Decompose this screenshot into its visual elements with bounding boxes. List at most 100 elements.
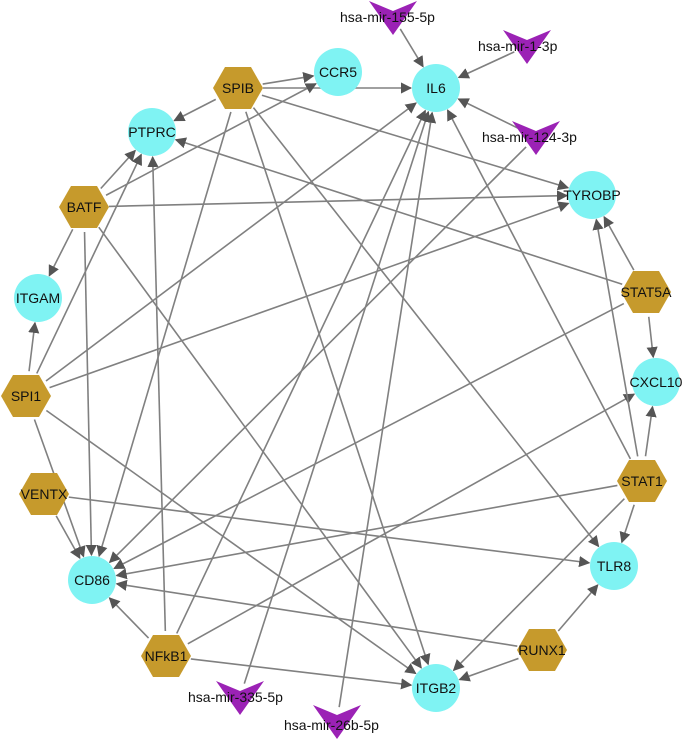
- edge-NFkB1-to-IL6: [176, 109, 426, 634]
- node-mir155[interactable]: hsa-mir-155-5p: [340, 1, 435, 35]
- mirna-chevron: [369, 1, 417, 35]
- edge-NFkB1-to-CD86: [108, 597, 150, 639]
- mirna-chevron: [216, 681, 264, 715]
- node-label: IL6: [426, 80, 446, 96]
- node-label: RUNX1: [518, 642, 566, 658]
- gene-circle: [128, 108, 176, 156]
- tf-hexagon: [141, 635, 191, 677]
- edge-STAT5A-to-CD86: [113, 302, 625, 570]
- gene-circle: [632, 358, 680, 406]
- node-SPIB[interactable]: SPIB: [213, 67, 263, 109]
- node-ITGB2[interactable]: ITGB2: [412, 664, 460, 712]
- node-CCR5[interactable]: CCR5: [314, 48, 362, 96]
- edge-STAT1-to-CXCL10: [644, 405, 657, 457]
- mirna-chevron: [512, 121, 560, 155]
- gene-circle: [412, 664, 460, 712]
- edge-SPI1-to-IL6: [45, 102, 417, 382]
- node-label: TYROBP: [563, 187, 621, 203]
- node-PTPRC[interactable]: PTPRC: [128, 108, 176, 156]
- edge-SPI1-to-ITGAM: [28, 321, 40, 372]
- edge-mir335-to-IL6: [243, 110, 431, 684]
- edge-SPI1-to-PTPRC: [36, 153, 142, 374]
- node-label: PTPRC: [128, 124, 175, 140]
- edge-BATF-to-PTPRC: [100, 149, 136, 190]
- tf-hexagon: [617, 460, 667, 502]
- node-SPI1[interactable]: SPI1: [1, 375, 51, 417]
- tf-hexagon: [1, 375, 51, 417]
- edge-STAT1-to-ITGB2: [452, 498, 625, 672]
- node-CXCL10[interactable]: CXCL10: [630, 358, 683, 406]
- edge-mir124-to-IL6: [457, 98, 524, 132]
- node-label: CCR5: [319, 64, 357, 80]
- node-label: NFkB1: [145, 648, 188, 664]
- gene-circle: [590, 542, 638, 590]
- edge-SPIB-to-TLR8: [252, 107, 600, 548]
- tf-hexagon: [19, 473, 69, 515]
- node-label: STAT5A: [621, 284, 672, 300]
- tf-hexagon: [59, 186, 109, 228]
- node-label: ITGAM: [16, 290, 60, 306]
- edge-STAT1-to-CD86: [115, 484, 618, 580]
- tf-hexagon: [517, 629, 567, 671]
- edge-mir155-to-IL6: [399, 28, 424, 68]
- node-label: STAT1: [621, 473, 663, 489]
- edge-SPIB-to-TYROBP: [261, 94, 570, 191]
- edge-RUNX1-to-CD86: [115, 579, 518, 647]
- edge-STAT1-to-TLR8: [619, 504, 635, 544]
- node-label: hsa-mir-1-3p: [478, 38, 558, 54]
- node-label: hsa-mir-124-3p: [482, 129, 577, 145]
- edge-BATF-to-ITGB2: [98, 226, 422, 669]
- tf-hexagon: [621, 271, 671, 313]
- node-BATF[interactable]: BATF: [59, 186, 109, 228]
- edge-NFkB1-to-ITGB2: [190, 658, 413, 690]
- node-label: hsa-mir-335-5p: [188, 689, 283, 705]
- edge-STAT5A-to-PTPRC: [174, 137, 623, 286]
- edge-VENTX-to-TLR8: [68, 496, 591, 568]
- node-label: SPI1: [11, 388, 42, 404]
- node-label: hsa-mir-155-5p: [340, 9, 435, 25]
- node-STAT5A[interactable]: STAT5A: [621, 271, 672, 313]
- edge-SPIB-to-CCR5: [262, 72, 315, 85]
- node-RUNX1[interactable]: RUNX1: [517, 629, 567, 671]
- node-VENTX[interactable]: VENTX: [19, 473, 69, 515]
- node-TLR8[interactable]: TLR8: [590, 542, 638, 590]
- edge-RUNX1-to-TLR8: [557, 584, 599, 632]
- edge-SPI1-to-ITGB2: [45, 409, 417, 675]
- gene-circle: [568, 171, 616, 219]
- node-TYROBP[interactable]: TYROBP: [563, 171, 621, 219]
- node-mir1[interactable]: hsa-mir-1-3p: [478, 30, 558, 64]
- mirna-chevron: [313, 705, 361, 739]
- node-STAT1[interactable]: STAT1: [617, 460, 667, 502]
- node-NFkB1[interactable]: NFkB1: [141, 635, 191, 677]
- node-label: SPIB: [222, 80, 254, 96]
- edge-SPI1-to-TYROBP: [49, 201, 570, 389]
- node-IL6[interactable]: IL6: [412, 64, 460, 112]
- gene-circle: [314, 48, 362, 96]
- gene-circle: [68, 556, 116, 604]
- edge-mir26b-to-IL6: [338, 111, 437, 708]
- edge-mir124-to-CD86: [108, 146, 527, 564]
- edge-mir1-to-IL6: [457, 51, 515, 79]
- edge-SPIB-to-ITGB2: [245, 111, 431, 666]
- node-mir335[interactable]: hsa-mir-335-5p: [188, 681, 283, 715]
- node-label: VENTX: [21, 486, 68, 502]
- edge-NFkB1-to-CXCL10: [187, 393, 636, 645]
- gene-circle: [412, 64, 460, 112]
- gene-circle: [14, 274, 62, 322]
- node-label: BATF: [67, 199, 102, 215]
- node-CD86[interactable]: CD86: [68, 556, 116, 604]
- edge-SPIB-to-PTPRC: [173, 98, 217, 122]
- node-ITGAM[interactable]: ITGAM: [14, 274, 62, 322]
- node-label: TLR8: [597, 558, 631, 574]
- edge-NFkB1-to-PTPRC: [147, 155, 167, 632]
- node-label: ITGB2: [416, 680, 457, 696]
- node-mir124[interactable]: hsa-mir-124-3p: [482, 121, 577, 155]
- edge-BATF-to-CCR5: [105, 83, 317, 196]
- node-mir26b[interactable]: hsa-mir-26b-5p: [284, 705, 379, 739]
- edge-STAT5A-to-CXCL10: [646, 316, 658, 359]
- edge-BATF-to-TYROBP: [108, 190, 569, 208]
- edge-STAT1-to-TYROBP: [592, 218, 639, 457]
- edge-SPIB-to-CD86: [96, 111, 232, 558]
